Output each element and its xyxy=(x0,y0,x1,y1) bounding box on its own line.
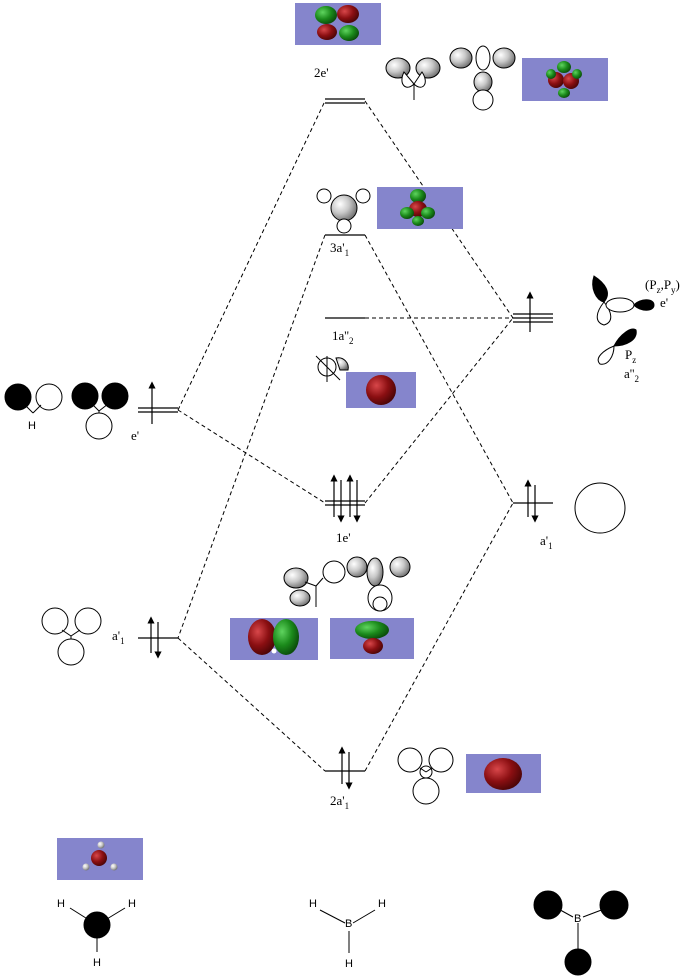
sketch-2e-2 xyxy=(449,45,516,111)
orbital-sketches: H xyxy=(4,45,655,805)
svg-text:H: H xyxy=(378,898,386,910)
sketch-left-e-1: H xyxy=(4,383,63,432)
panel-2e-top xyxy=(295,3,381,45)
panel-3a1 xyxy=(377,187,463,229)
label-right-pz: Pz xyxy=(625,347,636,365)
svg-text:H: H xyxy=(128,898,136,910)
label-right-a2: a''2 xyxy=(624,366,639,384)
energy-levels xyxy=(138,98,553,772)
svg-text:H: H xyxy=(309,898,317,910)
labels: 2e' 3a'1 1a''2 1e' 2a'1 e' a'1 (Pz,Py) e… xyxy=(112,65,680,811)
label-2a1: 2a'1 xyxy=(330,793,349,811)
sketch-right-s xyxy=(574,482,626,534)
corr-e-to-2e xyxy=(177,100,326,411)
panel-bh3-model xyxy=(57,838,143,880)
electrons xyxy=(147,291,539,790)
corr-1e-to-right-e xyxy=(364,317,514,504)
bottom-structures: H H H B H H H B xyxy=(57,890,629,976)
label-left-a1: a'1 xyxy=(112,628,125,646)
sketch-3a1 xyxy=(316,188,371,234)
svg-text:H: H xyxy=(28,420,36,432)
panel-1e-right xyxy=(330,618,414,659)
panel-2e-right xyxy=(522,58,608,101)
svg-text:H: H xyxy=(345,958,353,970)
label-2e: 2e' xyxy=(314,65,329,80)
structure-left: H H H xyxy=(57,898,136,969)
corr-e-to-1e xyxy=(177,409,326,504)
corr-2a1-to-right-a1 xyxy=(364,502,514,772)
panel-2a1 xyxy=(466,754,541,793)
sketch-1a2 xyxy=(315,355,349,382)
sketch-left-e-2 xyxy=(71,382,129,440)
panel-1e-left xyxy=(230,618,318,660)
correlation-lines xyxy=(177,100,514,772)
corr-3a1-to-right-a1 xyxy=(364,234,514,504)
svg-text:B: B xyxy=(345,918,352,930)
sketch-2a1 xyxy=(397,747,454,805)
svg-text:H: H xyxy=(93,957,101,969)
label-right-a1: a'1 xyxy=(540,533,553,551)
label-1a2: 1a''2 xyxy=(332,328,353,346)
label-1e: 1e' xyxy=(336,530,351,545)
corr-2e-to-right-e xyxy=(364,100,514,319)
corr-left-a1-to-2a1 xyxy=(177,637,326,772)
sketch-2e-1 xyxy=(385,57,441,100)
structure-middle: B H H H xyxy=(309,898,386,970)
sketch-right-pz-a2 xyxy=(597,328,637,365)
label-left-e: e' xyxy=(131,428,139,443)
panel-1a2 xyxy=(346,372,416,408)
label-right-e: e' xyxy=(660,295,668,310)
label-right-pzpy: (Pz,Py) xyxy=(645,277,680,295)
corr-3a1-to-left-a1 xyxy=(177,234,326,639)
sketch-1e-1 xyxy=(283,560,346,607)
sketch-1e-2 xyxy=(346,556,411,612)
label-3a1: 3a'1 xyxy=(330,240,349,258)
sketch-right-pz-e xyxy=(605,297,655,313)
svg-text:B: B xyxy=(574,913,581,925)
structure-right: B xyxy=(533,890,629,976)
sketch-left-a1 xyxy=(41,607,102,666)
sketch-right-py xyxy=(592,275,612,326)
svg-text:H: H xyxy=(57,898,65,910)
